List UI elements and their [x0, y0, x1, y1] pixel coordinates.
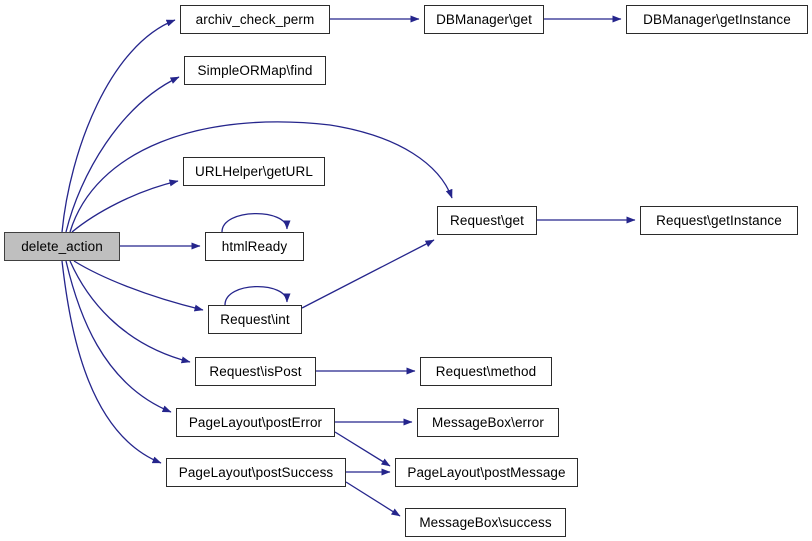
graph-node-label: MessageBox\error [432, 414, 544, 430]
graph-node-label: delete_action [21, 238, 103, 254]
graph-node-messagebox_error[interactable]: MessageBox\error [417, 408, 559, 437]
graph-node-archiv_check_perm[interactable]: archiv_check_perm [180, 5, 330, 34]
graph-edge-request_int-to-request_int [224, 286, 291, 306]
graph-node-label: Request\getInstance [656, 212, 782, 228]
graph-edge-delete_action-to-archiv_check_perm [61, 19, 176, 233]
graph-node-request_getinstance[interactable]: Request\getInstance [640, 206, 798, 235]
graph-edge-delete_action-to-pagelayout_postsuccess [61, 260, 162, 464]
graph-node-simpleormap_find[interactable]: SimpleORMap\find [184, 56, 326, 85]
graph-node-pagelayout_postmessage[interactable]: PageLayout\postMessage [395, 458, 578, 487]
graph-edge-delete_action-to-request_int [73, 260, 204, 312]
edge-group [61, 15, 636, 517]
graph-node-htmlready[interactable]: htmlReady [205, 232, 304, 261]
graph-edge-delete_action-to-simpleormap_find [65, 76, 180, 233]
graph-edge-request_int-to-request_get [301, 239, 435, 309]
graph-node-messagebox_success[interactable]: MessageBox\success [405, 508, 566, 537]
graph-node-pagelayout_postsuccess[interactable]: PageLayout\postSuccess [166, 458, 346, 487]
graph-node-request_int[interactable]: Request\int [208, 305, 302, 334]
graph-node-label: archiv_check_perm [195, 11, 315, 27]
graph-node-label: PageLayout\postSuccess [178, 464, 334, 480]
graph-node-label: SimpleORMap\find [197, 62, 313, 78]
graph-edge-pagelayout_postsuccess-to-messagebox_success [345, 481, 401, 517]
graph-node-label: PageLayout\postError [188, 414, 323, 430]
graph-node-dbmanager_getinstance[interactable]: DBManager\getInstance [626, 5, 808, 34]
graph-edge-delete_action-to-pagelayout_posterror [65, 260, 172, 413]
graph-node-delete_action[interactable]: delete_action [4, 232, 120, 261]
graph-node-label: htmlReady [221, 238, 288, 254]
graph-node-label: Request\isPost [209, 363, 302, 379]
graph-node-label: PageLayout\postMessage [407, 464, 566, 480]
graph-node-label: Request\int [220, 311, 290, 327]
graph-node-pagelayout_posterror[interactable]: PageLayout\postError [176, 408, 335, 437]
graph-node-urlhelper_geturl[interactable]: URLHelper\getURL [183, 157, 325, 186]
graph-node-request_ispost[interactable]: Request\isPost [195, 357, 316, 386]
graph-edge-delete_action-to-request_ispost [69, 260, 191, 364]
graph-node-label: Request\method [435, 363, 537, 379]
graph-node-request_method[interactable]: Request\method [420, 357, 552, 386]
graph-node-label: Request\get [450, 212, 524, 228]
graph-node-label: DBManager\getInstance [643, 11, 791, 27]
graph-node-label: DBManager\get [436, 11, 532, 27]
graph-node-label: URLHelper\getURL [195, 163, 313, 179]
graph-node-dbmanager_get[interactable]: DBManager\get [424, 5, 544, 34]
graph-edge-delete_action-to-urlhelper_geturl [71, 179, 179, 233]
graph-node-label: MessageBox\success [419, 514, 552, 530]
graph-edge-htmlready-to-htmlready [221, 213, 291, 233]
graph-node-request_get[interactable]: Request\get [437, 206, 537, 235]
